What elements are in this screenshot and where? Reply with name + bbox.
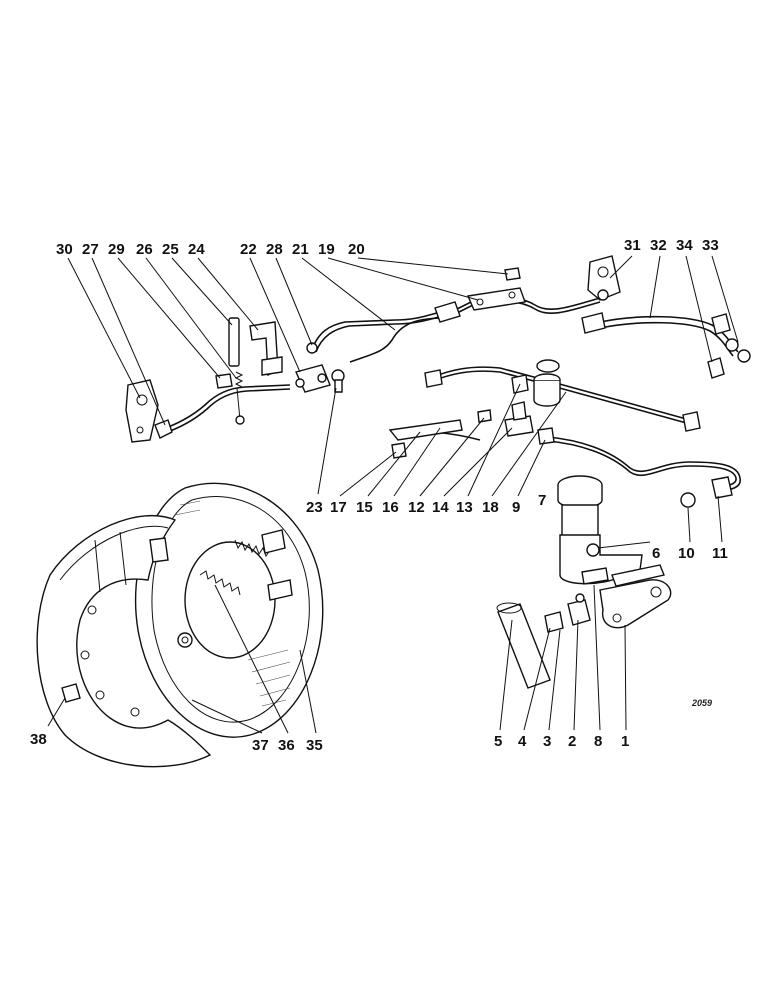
callout-33: 33 [702,237,719,254]
callout-35: 35 [306,737,323,754]
callout-23: 23 [306,499,323,516]
callout-11: 11 [712,545,728,562]
junction-parts [125,255,751,443]
pressure-valve-assembly [388,359,733,508]
plate-number: 2059 [691,698,712,708]
callout-14: 14 [432,499,449,516]
callout-5: 5 [494,733,502,750]
callout-21: 21 [292,241,309,258]
callout-26: 26 [136,241,153,258]
callout-4: 4 [518,733,527,750]
callout-19: 19 [318,241,335,258]
callout-20: 20 [348,241,365,258]
callout-10: 10 [678,545,695,562]
callout-27: 27 [82,241,99,258]
callout-24: 24 [188,241,205,258]
brake-pipes [159,296,741,491]
callout-29: 29 [108,241,125,258]
brake-backplate [134,482,324,738]
master-cylinder [496,475,672,689]
leader-lines [47,255,739,734]
brake-drum [36,515,212,768]
callout-30: 30 [56,241,73,258]
callout-1: 1 [621,733,629,750]
callout-8: 8 [594,733,602,750]
callout-25: 25 [162,241,179,258]
callout-labels: 30 27 29 26 25 24 22 28 21 19 20 31 32 3… [30,237,728,754]
callout-28: 28 [266,241,283,258]
callout-34: 34 [676,237,693,254]
callout-12: 12 [408,499,425,516]
callout-38: 38 [30,731,47,748]
callout-13: 13 [456,499,473,516]
callout-9: 9 [512,499,520,516]
callout-16: 16 [382,499,399,516]
callout-36: 36 [278,737,295,754]
callout-7: 7 [538,492,546,509]
callout-31: 31 [624,237,641,254]
callout-22: 22 [240,241,257,258]
callout-3: 3 [543,733,551,750]
callout-6: 6 [652,545,660,562]
callout-32: 32 [650,237,667,254]
callout-37: 37 [252,737,269,754]
callout-18: 18 [482,499,499,516]
callout-15: 15 [356,499,373,516]
callout-17: 17 [330,499,347,516]
callout-2: 2 [568,733,576,750]
